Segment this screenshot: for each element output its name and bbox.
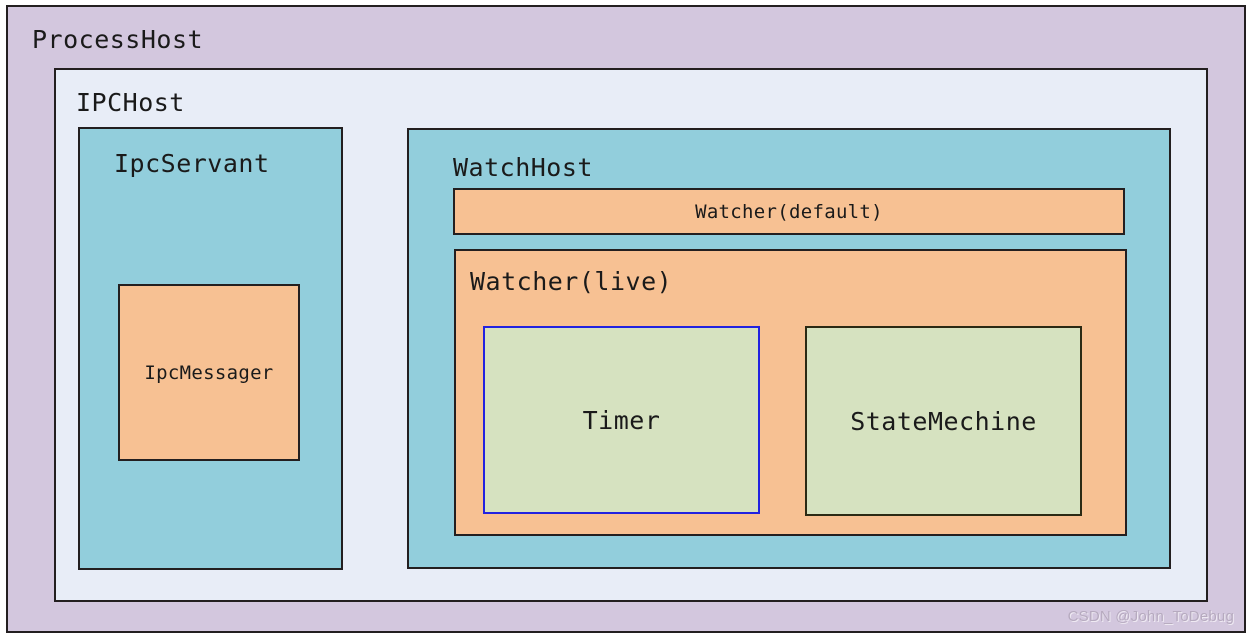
block-state-mechine: StateMechine [805, 326, 1082, 516]
block-label-watcher-live: Watcher(live) [470, 267, 673, 296]
block-ipc-host: IPCHost IpcServant IpcMessager WatchHost… [54, 68, 1208, 602]
block-label-watch-host: WatchHost [453, 153, 593, 182]
block-watcher-default: Watcher(default) [453, 188, 1125, 235]
block-label-ipc-servant: IpcServant [114, 149, 270, 178]
block-label-state-mechine: StateMechine [850, 406, 1037, 436]
block-process-host: ProcessHost IPCHost IpcServant IpcMessag… [6, 5, 1246, 633]
block-watcher-live: Watcher(live) Timer StateMechine [454, 249, 1127, 536]
block-label-watcher-default: Watcher(default) [695, 200, 883, 223]
block-label-ipc-host: IPCHost [76, 88, 185, 117]
block-ipc-servant: IpcServant IpcMessager [78, 127, 343, 570]
watermark-text: CSDN @John_ToDebug [1067, 608, 1234, 625]
block-timer: Timer [483, 326, 760, 514]
block-label-process-host: ProcessHost [32, 25, 204, 54]
block-ipc-messager: IpcMessager [118, 284, 300, 461]
block-watch-host: WatchHost Watcher(default) Watcher(live)… [407, 128, 1171, 569]
block-label-ipc-messager: IpcMessager [144, 361, 274, 384]
block-label-timer: Timer [582, 405, 661, 435]
